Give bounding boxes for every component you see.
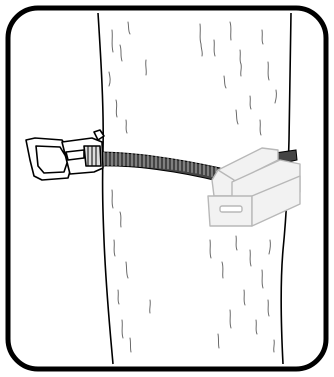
bracket-slot [220,206,242,212]
